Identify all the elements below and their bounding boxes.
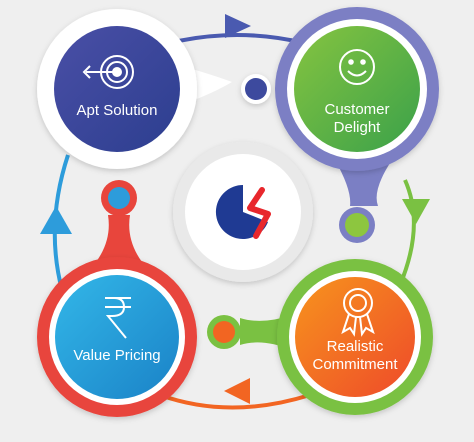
apt-solution-label: Apt Solution [57,102,177,120]
apt-solution-text: Apt Solution [76,102,158,119]
center-logo [173,142,313,282]
customer-delight-circle [294,26,420,152]
smiley-icon [339,49,375,85]
rupee-icon [105,297,131,339]
arrow-up-icon [40,206,72,234]
value-pricing-label: Value Pricing [57,347,177,365]
target-icon [82,55,134,89]
arrow-down-icon [402,199,430,224]
value-pricing-circle [55,275,179,399]
node-value-pricing [37,180,197,417]
node-customer-delight [275,7,439,243]
realistic-commitment-line1: Realistic [326,338,384,355]
logo-blue-mark [215,184,268,239]
logo-red-s [247,187,271,239]
customer-delight-line2: Delight [333,119,381,136]
realistic-commitment-line2: Commitment [312,356,398,373]
realistic-commitment-circle [295,277,415,397]
award-ribbon-icon [341,288,375,337]
arrow-left-icon [224,378,250,404]
customer-delight-label: Customer Delight [297,101,417,137]
value-pricing-tail [96,215,142,262]
realistic-commitment-label: Realistic Commitment [295,338,415,374]
arrow-right-icon [225,14,251,38]
node-apt-solution [37,9,271,169]
connector-right [398,179,416,286]
customer-delight-line1: Customer [324,101,390,118]
node-realistic-commitment [207,259,433,415]
customer-delight-tail [335,160,392,206]
connector-bottom [159,393,311,410]
value-pricing-text: Value Pricing [73,347,161,364]
